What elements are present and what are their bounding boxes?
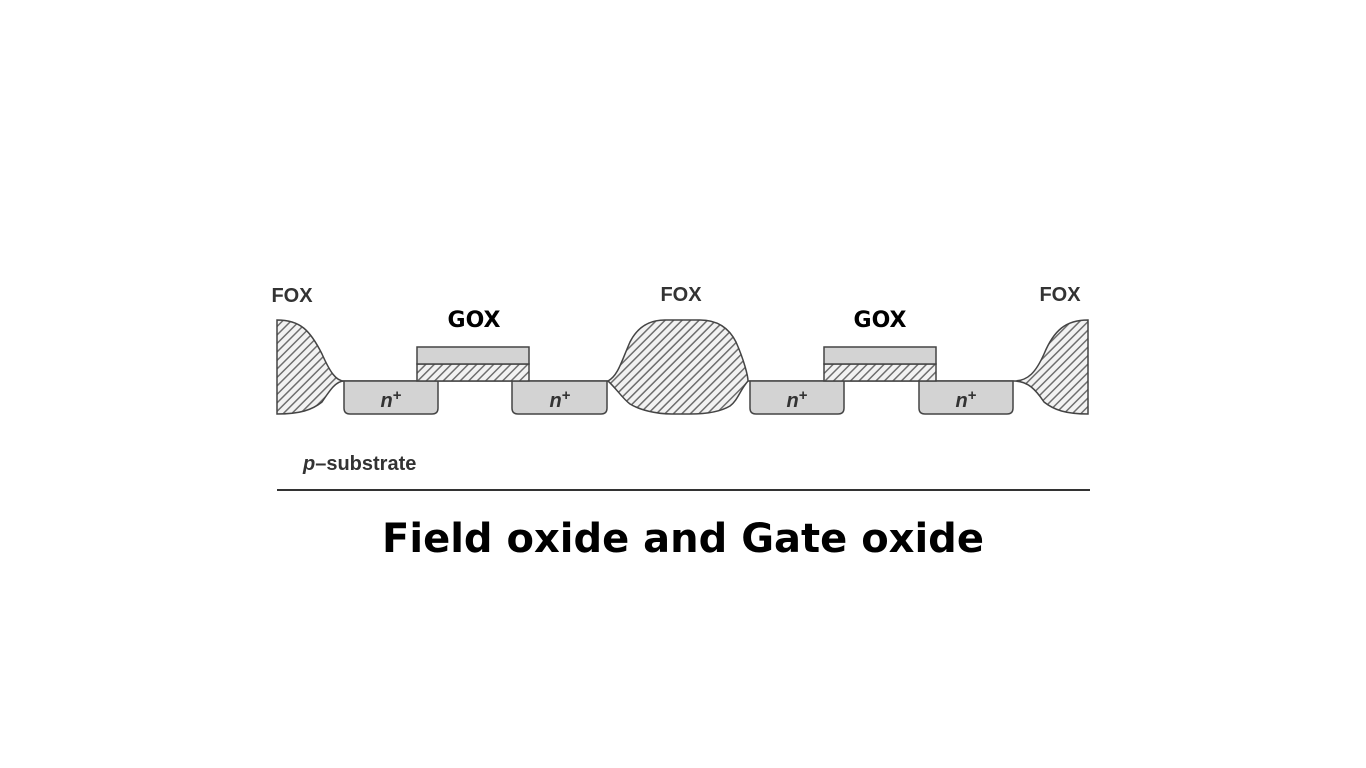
gate-oxide-left (416, 363, 530, 382)
n-plus-region-4 (918, 380, 1014, 415)
diagram-caption: Field oxide and Gate oxide (382, 516, 984, 562)
field-oxide-right (1013, 319, 1089, 415)
p-substrate-label: p–substrate (302, 453, 416, 475)
fox-label-left: FOX (271, 285, 313, 307)
gate-left (416, 346, 530, 365)
n-plus-label-1: n+ (381, 387, 402, 412)
gate-oxide-right (823, 363, 937, 382)
gate-right (823, 346, 937, 365)
fox-label-center: FOX (660, 284, 702, 306)
gox-label-left: GOX (448, 308, 501, 333)
field-oxide-center (606, 319, 749, 415)
n-plus-region-1 (343, 380, 439, 415)
n-plus-label-3: n+ (787, 387, 808, 412)
fox-label-right: FOX (1039, 284, 1081, 306)
n-plus-region-2 (511, 380, 608, 415)
n-plus-label-4: n+ (956, 387, 977, 412)
n-plus-label-2: n+ (550, 387, 571, 412)
field-oxide-left (276, 319, 345, 415)
n-plus-region-3 (749, 380, 845, 415)
gox-label-right: GOX (854, 308, 907, 333)
